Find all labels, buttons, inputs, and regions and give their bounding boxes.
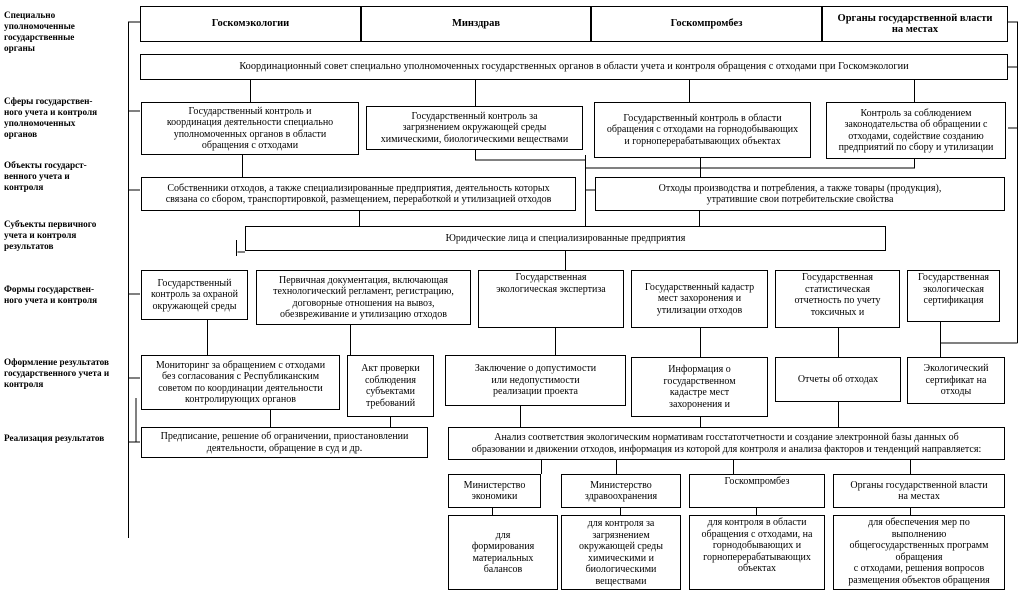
recipient-box: Госкомпромбез [689,474,825,508]
result-box: Мониторинг за обращением с отходами без … [141,355,340,410]
form-box: Государственная экологическая экспертиза [478,270,624,328]
result-box: Экологический сертификат на отходы [907,357,1005,404]
analysis-box: Анализ соответствия экологическим нормат… [448,427,1005,460]
sphere-box: Государственный контроль в области обращ… [594,102,811,158]
recipient-box: Министерство здравоохранения [561,474,681,508]
recipient-box: Органы государственной власти на местах [833,474,1005,508]
form-box: Первичная документация, включающая техно… [256,270,471,325]
row-label-spheres: Сферы государствен- ного учета и контрол… [4,96,98,139]
realization-measures-box: Предписание, решение об ограничении, при… [141,427,428,458]
purpose-box: для формирования материальных балансов [448,515,558,590]
object-owners-box: Собственники отходов, а также специализи… [141,177,576,211]
row-label-forms: Формы государствен- ного учета и контрол… [4,284,98,305]
object-waste-box: Отходы производства и потребления, а так… [595,177,1005,211]
recipient-box: Министерство экономики [448,474,541,508]
result-box: Акт проверки соблюдения субъектами требо… [347,355,434,417]
purpose-box: для контроля в области обращения с отход… [689,515,825,590]
result-box: Отчеты об отходах [775,357,901,402]
row-label-results: Оформление результатов государственного … [4,357,110,389]
row-label-subjects: Субъекты первичного учета и контроля рез… [4,219,97,251]
row-label-realization: Реализация результатов [4,433,105,443]
agency-box: Госкомпромбез [591,6,822,42]
agency-box: Органы государственной власти на местах [822,6,1008,42]
sphere-box: Государственный контроль за загрязнением… [366,106,583,150]
form-box: Государственная статистическая отчетност… [775,270,900,328]
row-label-objects: Объекты государст- венного учета и контр… [4,160,87,192]
sphere-box: Контроль за соблюдением законодательства… [826,102,1006,159]
coordination-council-box: Координационный совет специально уполном… [140,54,1008,80]
form-box: Государственный контроль за охраной окру… [141,270,248,320]
result-box: Информация о государственном кадастре ме… [631,357,768,417]
agency-box: Минздрав [361,6,591,42]
row-label-authorized-bodies: Специально уполномоченные государственны… [4,10,75,53]
agency-box: Госкомэкологии [140,6,361,42]
sphere-box: Государственный контроль и координация д… [141,102,359,155]
form-box: Государственная экологическая сертификац… [907,270,1000,322]
purpose-box: для обеспечения мер по выполнению общего… [833,515,1005,590]
form-box: Государственный кадастр мест захоронения… [631,270,768,328]
purpose-box: для контроля за загрязнением окружающей … [561,515,681,590]
result-box: Заключение о допустимости или недопустим… [445,355,626,406]
subjects-box: Юридические лица и специализированные пр… [245,226,886,251]
